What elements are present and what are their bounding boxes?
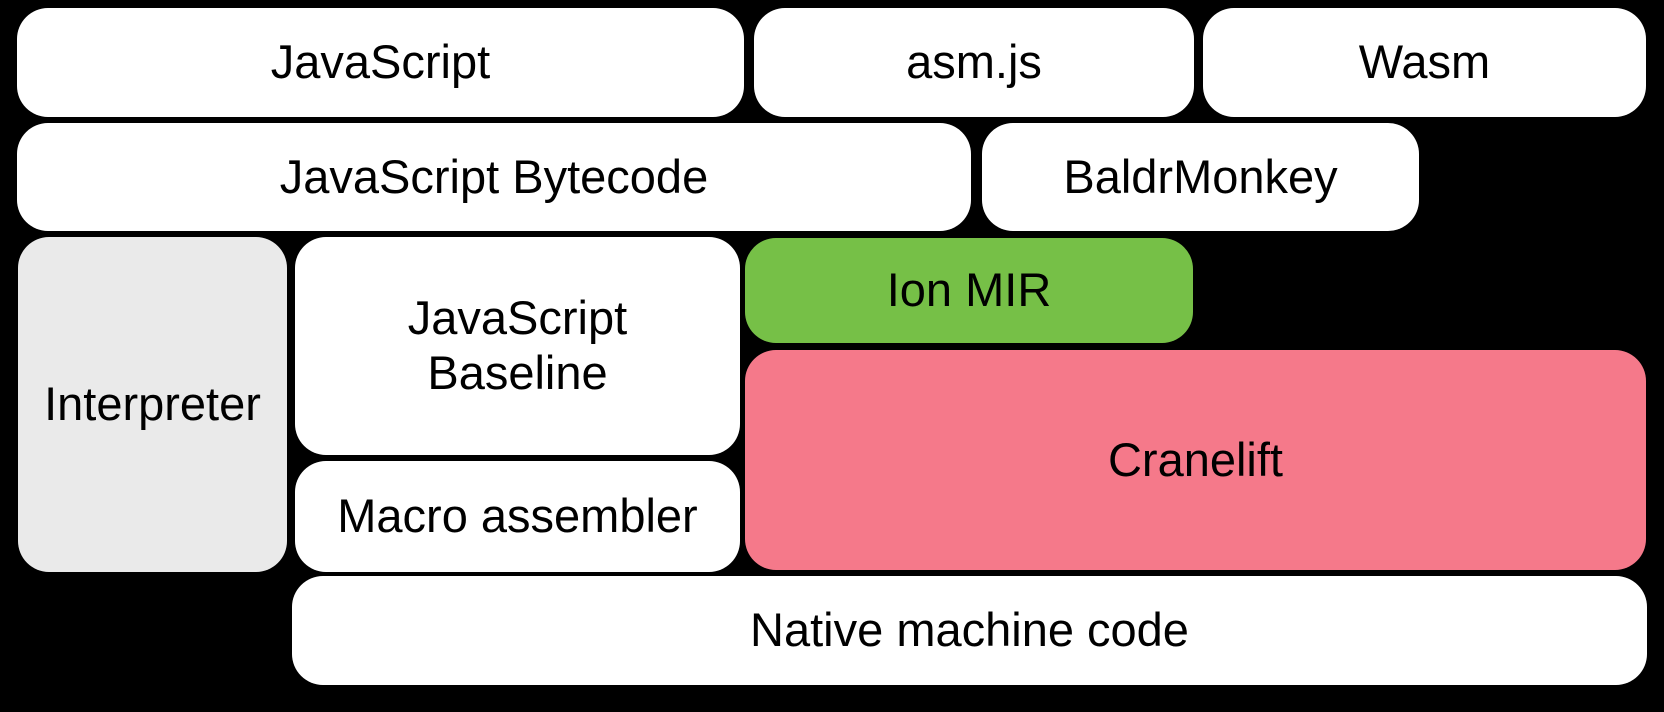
box-cranelift-label: Cranelift	[1107, 432, 1283, 486]
box-javascript: JavaScript	[17, 8, 744, 117]
box-asmjs-label: asm.js	[906, 35, 1042, 88]
box-macro-assembler-label: Macro assembler	[337, 489, 698, 542]
box-cranelift: Cranelift	[745, 350, 1646, 570]
box-javascript-baseline: JavaScript Baseline	[295, 237, 740, 455]
box-interpreter: Interpreter	[18, 237, 287, 572]
box-javascript-bytecode-label: JavaScript Bytecode	[279, 149, 709, 203]
box-macro-assembler: Macro assembler	[295, 461, 740, 572]
box-ion-mir: Ion MIR	[745, 238, 1193, 343]
box-wasm-label: Wasm	[1358, 35, 1491, 88]
box-native-machine-code-label: Native machine code	[750, 603, 1189, 656]
box-javascript-baseline-label: JavaScript Baseline	[407, 291, 628, 399]
box-native-machine-code: Native machine code	[292, 576, 1647, 685]
box-javascript-label: JavaScript	[270, 35, 491, 88]
box-baldrmonkey: BaldrMonkey	[982, 123, 1419, 231]
box-javascript-bytecode: JavaScript Bytecode	[17, 123, 971, 231]
box-wasm: Wasm	[1203, 8, 1646, 117]
box-baldrmonkey-label: BaldrMonkey	[1063, 149, 1338, 203]
box-asmjs: asm.js	[754, 8, 1194, 117]
box-interpreter-label: Interpreter	[44, 377, 261, 430]
box-ion-mir-label: Ion MIR	[886, 263, 1052, 316]
